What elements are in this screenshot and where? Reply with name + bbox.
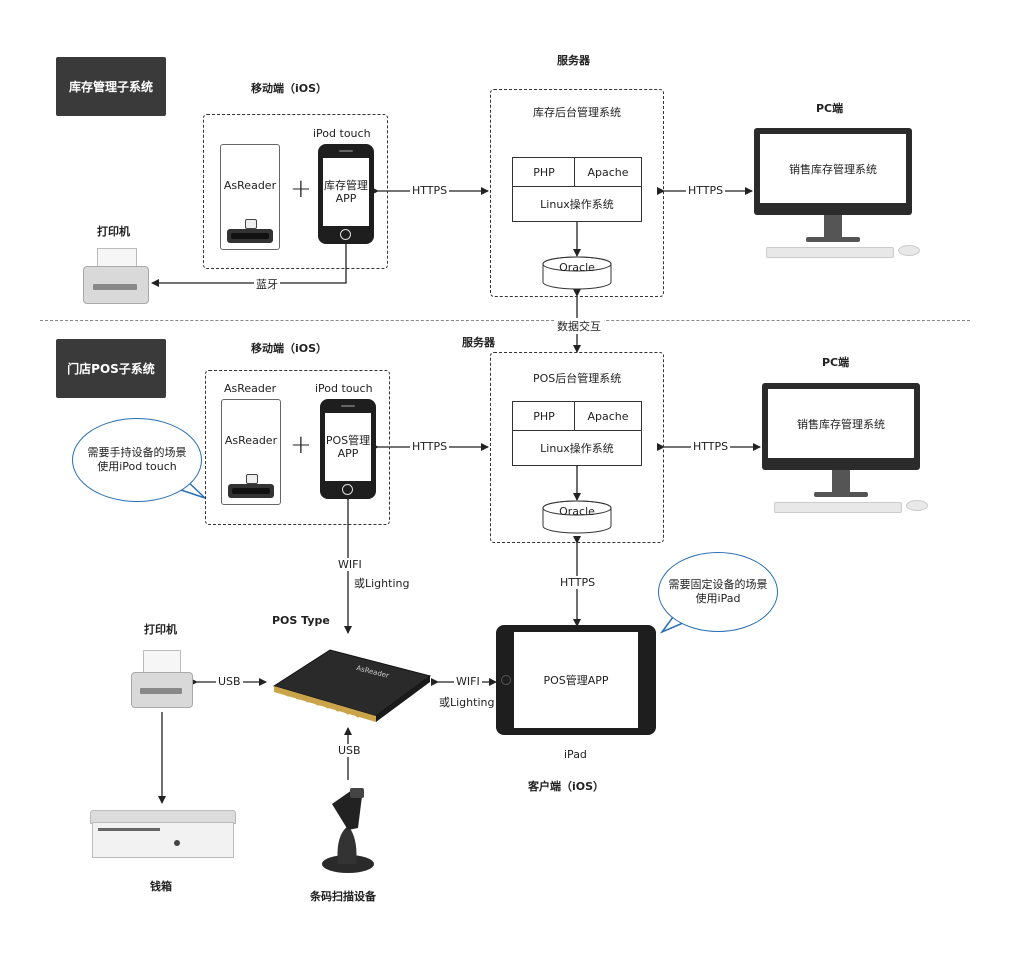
pos-ipod-label: iPod touch [315, 382, 373, 395]
pos-keyboard-icon [774, 502, 902, 513]
pos-oracle-database-icon: Oracle [541, 500, 613, 534]
pos-server-system: POS后台管理系统 [533, 372, 622, 385]
lighting-label-right: 或Lighting [439, 696, 495, 709]
pos-type-device: AsReader [268, 638, 436, 724]
monitor-base [806, 237, 860, 242]
inventory-server-system: 库存后台管理系统 [533, 106, 621, 119]
bubble-fixed-line2: 使用iPad [695, 592, 741, 605]
pos-asreader-label: AsReader [224, 434, 278, 447]
inventory-server-group [490, 89, 664, 297]
php-cell: PHP [512, 157, 576, 188]
oracle-label: Oracle [559, 261, 595, 274]
inventory-server-title: 服务器 [557, 54, 590, 67]
bubble-fixed: 需要固定设备的场景使用iPad [658, 552, 778, 632]
client-title: 客户端（iOS） [528, 780, 605, 793]
pos-speaker-icon [341, 405, 355, 407]
lighting-label: 或Lighting [354, 577, 410, 590]
cash-drawer-title: 钱箱 [150, 880, 172, 893]
pos-app-line2: APP [337, 447, 359, 460]
pos-php-cell: PHP [512, 401, 576, 432]
pos-pc-title: PC端 [822, 356, 850, 369]
data-exchange-label: 数据交互 [554, 318, 604, 334]
scanner-title: 条码扫描设备 [310, 890, 376, 903]
inventory-mobile-title: 移动端（iOS） [251, 82, 328, 95]
usb-label-left: USB [216, 675, 243, 688]
ipad-label: iPad [564, 748, 587, 761]
pos-monitor-stand [832, 470, 850, 494]
wifi-label-right: WIFI [454, 675, 482, 688]
pos-server-group [490, 352, 664, 543]
keyboard-icon [766, 247, 894, 258]
oracle-database-icon: Oracle [541, 256, 613, 290]
asreader-label: AsReader [223, 179, 277, 192]
usb-label-down: USB [336, 744, 363, 757]
https-label-top-right: HTTPS [686, 184, 726, 197]
inventory-app-line2: APP [335, 192, 357, 205]
pos-reader-slot-icon [228, 484, 274, 498]
https-label-bottom-right: HTTPS [691, 440, 731, 453]
pos-linux-cell: Linux操作系统 [512, 430, 642, 466]
pos-printer-icon [131, 650, 193, 710]
speaker-icon [339, 150, 353, 152]
pos-reader-top-label: AsReader [224, 382, 277, 395]
cash-drawer-icon [90, 810, 236, 858]
pos-monitor-base [814, 492, 868, 497]
pos-app-line1: POS管理 [325, 434, 371, 447]
pos-server-title: 服务器 [462, 336, 495, 349]
bubble-handheld: 需要手持设备的场景使用iPod touch [72, 418, 202, 502]
inventory-mobile-group [203, 114, 388, 269]
pos-printer-title: 打印机 [144, 623, 177, 636]
https-label-down: HTTPS [558, 576, 598, 589]
pos-pc-monitor: 销售库存管理系统 [762, 383, 920, 470]
pos-pc-screen-label: 销售库存管理系统 [768, 389, 914, 458]
reader-slot-icon [227, 229, 273, 243]
pos-oracle-label: Oracle [559, 505, 595, 518]
bubble-fixed-line1: 需要固定设备的场景 [668, 578, 768, 591]
home-button-icon [340, 229, 351, 240]
pos-asreader-device: AsReader [221, 399, 281, 505]
ipad-app-label: POS管理APP [543, 674, 609, 687]
https-label-bottom-left: HTTPS [410, 440, 450, 453]
linux-cell: Linux操作系统 [512, 186, 642, 222]
bluetooth-link [151, 244, 347, 287]
bluetooth-label: 蓝牙 [254, 276, 280, 292]
clip-icon [245, 219, 257, 229]
bubble-handheld-line1: 需要手持设备的场景 [87, 446, 187, 459]
barcode-scanner-icon [318, 784, 378, 876]
bubble-handheld-line2: 使用iPod touch [97, 460, 177, 473]
https-label-top-left: HTTPS [410, 184, 450, 197]
pos-home-button-icon [342, 484, 353, 495]
ipad-screen: POS管理APP [514, 632, 638, 728]
inventory-app-line1: 库存管理 [324, 179, 368, 192]
ipad-camera-icon [501, 675, 511, 685]
pc-monitor: 销售库存管理系统 [754, 128, 912, 215]
pos-plus-icon: + [290, 430, 312, 460]
inventory-ipod-label: iPod touch [313, 127, 371, 140]
section-divider [40, 320, 970, 321]
pos-mobile-group [205, 370, 390, 525]
pc-screen-label: 销售库存管理系统 [760, 134, 906, 203]
printer-icon [83, 248, 149, 306]
inventory-printer-title: 打印机 [97, 225, 130, 238]
ipad-device: POS管理APP [496, 625, 656, 735]
pos-mobile-title: 移动端（iOS） [251, 342, 328, 355]
pos-type-title: POS Type [272, 614, 330, 627]
mouse-icon [898, 245, 920, 256]
pos-clip-icon [246, 474, 258, 484]
asreader-device: AsReader [220, 144, 280, 250]
monitor-stand [824, 215, 842, 239]
apache-cell: Apache [574, 157, 642, 188]
inventory-system-title: 库存管理子系统 [56, 57, 166, 116]
pos-apache-cell: Apache [574, 401, 642, 432]
pos-system-title: 门店POS子系统 [56, 339, 166, 398]
plus-icon: + [290, 174, 312, 204]
wifi-label: WIFI [336, 558, 364, 571]
pos-mouse-icon [906, 500, 928, 511]
inventory-pc-title: PC端 [816, 102, 844, 115]
